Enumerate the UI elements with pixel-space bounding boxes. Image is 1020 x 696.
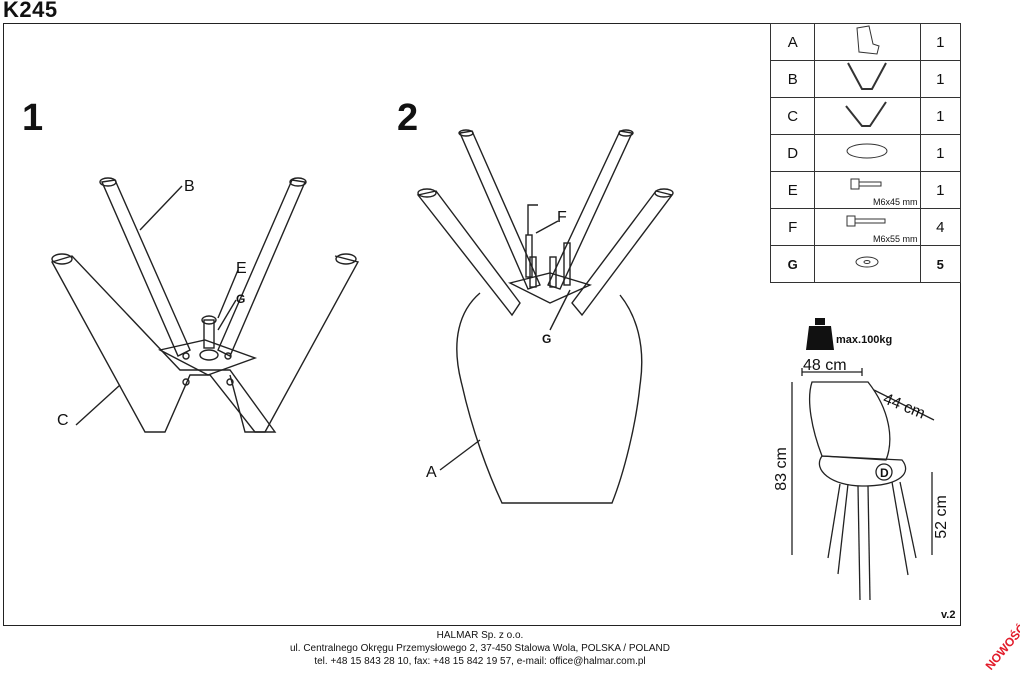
part-qty: 1	[919, 134, 962, 172]
parts-row-d: D 1	[769, 134, 962, 172]
label-e: E	[236, 260, 247, 277]
parts-row-e: E M6x45 mm 1	[769, 171, 962, 209]
part-letter: E	[769, 171, 816, 209]
parts-row-a: A 1	[769, 23, 962, 61]
part-letter: B	[769, 60, 816, 98]
chair-dimension-drawing	[791, 368, 935, 601]
label-c: C	[57, 412, 69, 429]
label-g-step1: G	[236, 292, 246, 306]
bolt-size: M6x55 mm	[873, 234, 918, 244]
product-code: K245	[3, 0, 58, 22]
leg-c-right	[229, 255, 360, 433]
dim-seat-height: 52 cm	[932, 495, 950, 539]
bolt-icon: M6x55 mm	[814, 208, 921, 246]
part-qty: 5	[919, 245, 962, 283]
weight-icon	[806, 318, 834, 350]
label-f: F	[557, 209, 567, 226]
part-qty: 1	[919, 23, 962, 61]
label-g-step2: G	[542, 332, 552, 346]
footer-company: HALMAR Sp. z o.o.	[436, 630, 524, 641]
parts-table: A 1 B 1 C 1 D 1 E M6x45 mm 1 F M6x55 mm …	[769, 23, 962, 283]
part-qty: 1	[919, 171, 962, 209]
chair-seat	[818, 455, 907, 487]
dim-width: 48 cm	[803, 357, 847, 374]
leg-b-left	[100, 179, 191, 357]
chair-back	[809, 381, 891, 461]
seat-shell	[456, 292, 643, 504]
parts-row-g: G 5	[769, 245, 962, 283]
bolt-icon: M6x45 mm	[814, 171, 921, 209]
seat-icon	[814, 23, 921, 61]
step-2-seat-assembly	[416, 129, 674, 504]
part-letter: G	[769, 245, 816, 283]
bolt-size: M6x45 mm	[873, 197, 918, 207]
parts-row-b: B 1	[769, 60, 962, 98]
step-1-number: 1	[22, 97, 44, 139]
leg-pair-b-icon	[814, 60, 921, 98]
footer-contact: tel. +48 15 843 28 10, fax: +48 15 842 1…	[314, 656, 646, 667]
part-qty: 1	[919, 60, 962, 98]
label-a: A	[426, 464, 437, 481]
cushion-icon	[814, 134, 921, 172]
part-letter: A	[769, 23, 816, 61]
label-b: B	[184, 178, 195, 195]
version-label: v.2	[941, 609, 956, 621]
parts-row-f: F M6x55 mm 4	[769, 208, 962, 246]
part-qty: 1	[919, 97, 962, 135]
part-qty: 4	[919, 208, 962, 246]
max-load-label: max.100kg	[836, 334, 893, 346]
step-1-leg-assembly	[50, 177, 360, 433]
footer-address: ul. Centralnego Okręgu Przemysłowego 2, …	[289, 643, 670, 654]
dim-height: 83 cm	[772, 447, 790, 491]
part-letter: C	[769, 97, 816, 135]
cushion-tag: D	[880, 466, 889, 480]
instruction-frame	[3, 23, 961, 626]
part-letter: D	[769, 134, 816, 172]
step-2-number: 2	[397, 97, 419, 139]
part-letter: F	[769, 208, 816, 246]
leg-pair-c-icon	[814, 97, 921, 135]
leg-b-right	[217, 179, 307, 357]
leg-c-left	[50, 255, 277, 433]
parts-row-c: C 1	[769, 97, 962, 135]
new-product-stamp: NOWOŚĆ	[982, 621, 1020, 673]
washer-icon	[814, 245, 921, 283]
